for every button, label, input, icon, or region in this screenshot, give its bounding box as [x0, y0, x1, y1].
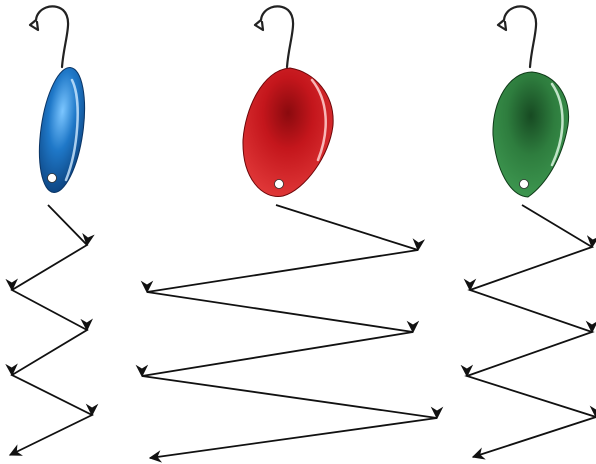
red-zigzag-line — [135, 204, 444, 463]
blue-lure-ring — [47, 173, 57, 183]
green-lure-highlight — [550, 82, 564, 167]
blue-zigzag-line — [5, 204, 99, 456]
green-zigzag-line — [460, 204, 596, 460]
green-lure-body — [492, 71, 570, 198]
blue-lure — [5, 5, 99, 456]
blue-hook-icon — [28, 5, 70, 69]
green-lure-ring — [519, 179, 529, 189]
red-lure — [135, 5, 444, 463]
blue-lure-body — [38, 67, 86, 193]
red-lure-highlight — [310, 78, 327, 162]
blue-lure-highlight — [64, 78, 79, 182]
green-hook-icon — [496, 5, 538, 69]
red-lure-ring — [274, 179, 284, 189]
red-hook-icon — [253, 5, 295, 69]
green-lure — [460, 5, 596, 460]
red-lure-body — [242, 67, 334, 197]
